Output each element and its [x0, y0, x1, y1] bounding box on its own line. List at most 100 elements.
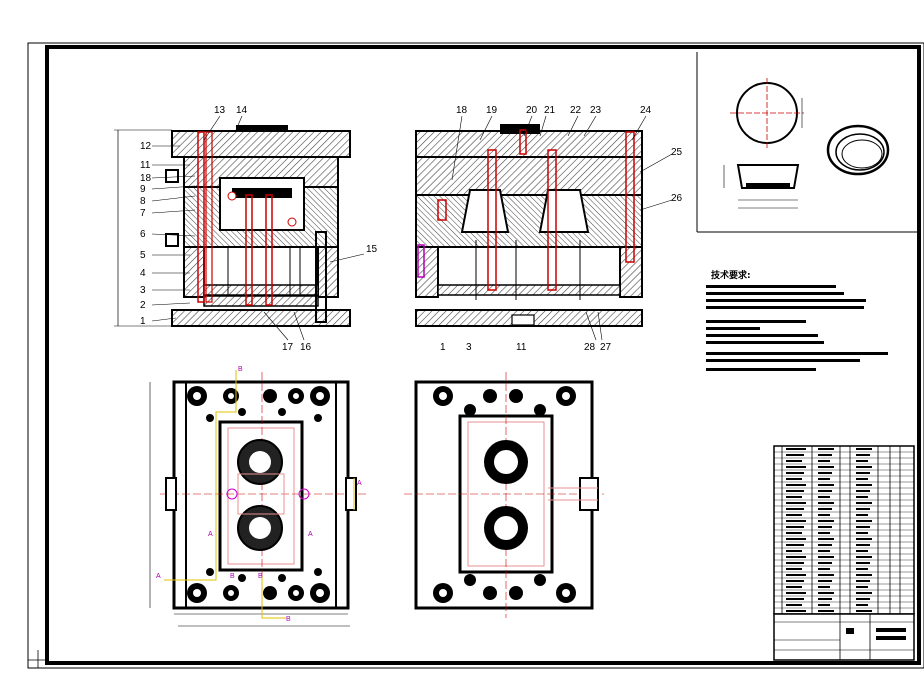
table-cell-text — [856, 496, 868, 498]
table-cell-text — [786, 526, 804, 528]
table-cell-text — [786, 466, 806, 468]
table-cell-text — [818, 604, 830, 606]
part-label: 22 — [570, 105, 582, 116]
part-label: 5 — [140, 250, 146, 261]
part-label: 13 — [214, 105, 226, 116]
table-cell-text — [856, 502, 872, 504]
table-cell-text — [818, 586, 830, 588]
table-cell-text — [856, 562, 870, 564]
part-label: 2 — [140, 300, 146, 311]
table-cell-text — [856, 556, 872, 558]
table-cell-text — [786, 520, 806, 522]
table-cell-text — [786, 538, 806, 540]
table-cell-text — [786, 484, 806, 486]
table-cell-text — [818, 610, 834, 612]
part-label: 17 — [282, 342, 294, 353]
table-cell-text — [786, 550, 802, 552]
part-label: 27 — [600, 342, 612, 353]
part-label: 15 — [366, 244, 378, 255]
part-label: 1 — [440, 342, 446, 353]
table-cell-text — [818, 508, 832, 510]
table-cell-text — [818, 460, 830, 462]
table-cell-text — [786, 508, 804, 510]
table-cell-text — [786, 448, 806, 450]
table-cell-text — [786, 586, 802, 588]
part-label: 19 — [486, 105, 498, 116]
part-label: 7 — [140, 208, 146, 219]
table-cell-text — [786, 580, 804, 582]
front-section-right — [415, 124, 643, 327]
tech-requirements: 技术要求: — [706, 269, 888, 371]
part-label: 26 — [671, 193, 683, 204]
table-cell-text — [818, 484, 834, 486]
table-cell-text — [856, 484, 872, 486]
table-cell-text — [786, 592, 806, 594]
leaders-left — [151, 115, 365, 341]
table-cell-text — [818, 454, 832, 456]
table-cell-text — [856, 586, 868, 588]
table-cell-text — [818, 502, 834, 504]
section-mark: A — [308, 531, 313, 538]
table-cell-text — [856, 520, 872, 522]
part-label: 8 — [140, 196, 146, 207]
plan-view-left — [149, 370, 366, 627]
table-cell-text — [786, 574, 806, 576]
part-label: 3 — [140, 285, 146, 296]
table-cell-text — [786, 598, 804, 600]
part-label: 25 — [671, 147, 683, 158]
table-cell-text — [856, 472, 870, 474]
table-cell-text — [818, 592, 834, 594]
table-cell-text — [856, 490, 870, 492]
table-cell-text — [856, 526, 870, 528]
table-cell-text — [856, 598, 870, 600]
part-labels-right: 18 19 20 21 22 23 24 25 26 1 3 11 28 27 — [440, 105, 683, 353]
part-label: 21 — [544, 105, 556, 116]
table-cell-text — [818, 574, 834, 576]
table-cell-text — [818, 448, 834, 450]
table-cell-text — [786, 502, 806, 504]
table-cell-text — [786, 556, 806, 558]
table-cell-text — [818, 580, 832, 582]
table-cell-text — [856, 574, 872, 576]
table-cell-text — [856, 532, 868, 534]
part-label: 14 — [236, 105, 248, 116]
table-cell-text — [818, 568, 830, 570]
table-cell-text — [786, 472, 804, 474]
part-label: 12 — [140, 141, 152, 152]
table-cell-text — [856, 550, 868, 552]
part-label: 4 — [140, 268, 146, 279]
part-label: 28 — [584, 342, 596, 353]
part-label: 9 — [140, 184, 146, 195]
table-cell-text — [818, 466, 834, 468]
table-cell-text — [856, 466, 872, 468]
table-cell-text — [818, 598, 832, 600]
title-block — [773, 613, 915, 661]
table-cell-text — [786, 604, 802, 606]
table-cell-text — [856, 460, 868, 462]
table-cell-text — [856, 454, 870, 456]
table-cell-text — [818, 490, 832, 492]
table-cell-text — [856, 604, 868, 606]
plan-view-right — [404, 372, 604, 618]
section-marks: B B A A A B A B — [156, 366, 362, 623]
table-cell-text — [856, 592, 872, 594]
table-cell-text — [786, 610, 806, 612]
table-cell-text — [818, 496, 830, 498]
table-cell-text — [856, 508, 870, 510]
part-label: 18 — [140, 173, 152, 184]
table-cell-text — [856, 478, 868, 480]
table-cell-text — [786, 514, 802, 516]
part-label: 20 — [526, 105, 538, 116]
table-cell-text — [856, 538, 872, 540]
table-cell-text — [818, 478, 830, 480]
table-cell-text — [818, 472, 832, 474]
table-cell-text — [818, 556, 834, 558]
part-detail-box — [696, 52, 919, 233]
outer-frame — [27, 42, 924, 669]
table-cell-text — [856, 448, 872, 450]
table-cell-text — [818, 544, 832, 546]
part-label: 24 — [640, 105, 652, 116]
table-cell-text — [818, 562, 832, 564]
tech-requirements-heading: 技术要求: — [711, 269, 751, 281]
